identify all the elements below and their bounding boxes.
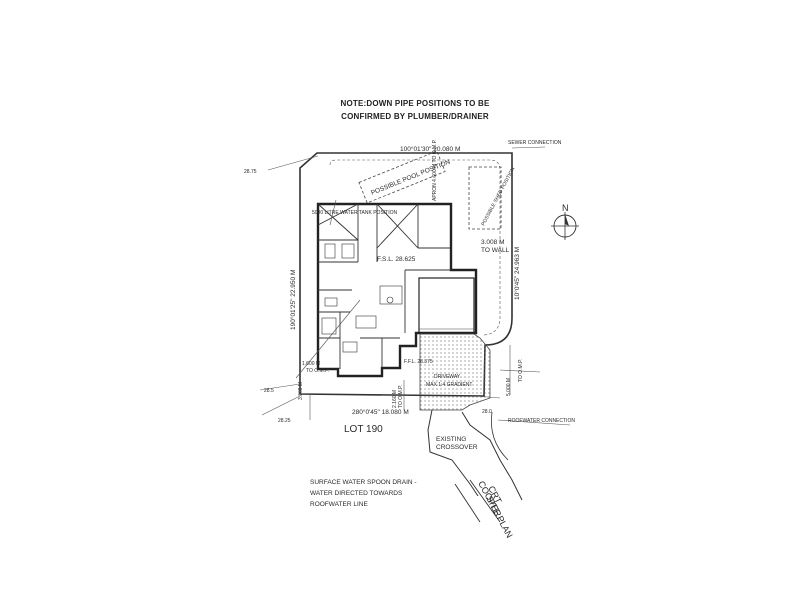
sewer-connection-label: SEWER CONNECTION <box>508 140 562 146</box>
left-omp-dim: 1.600 M <box>302 361 320 367</box>
down-pipe-note: NOTE:DOWN PIPE POSITIONS TO BE CONFIRMED… <box>330 97 500 123</box>
setback-line <box>329 159 501 336</box>
north-label: N <box>562 203 569 213</box>
note-line-2: CONFIRMED BY PLUMBER/DRAINER <box>341 112 489 121</box>
pool-label: POSSIBLE POOL POSITION <box>370 159 451 197</box>
drive-omp-text: TO O.M.P. <box>398 385 404 408</box>
wall-dim-text: TO WALL <box>481 247 510 254</box>
sw-omp-dim: 3.009 M <box>298 382 304 400</box>
driveway-label: DRIVEWAY <box>434 374 461 380</box>
level-nw: 28.75 <box>244 169 257 175</box>
south-boundary-dim: 280°0'45" 18.080 M <box>352 408 409 416</box>
road-curve <box>490 411 509 461</box>
crossover-line-1: EXISTING <box>436 436 466 443</box>
ffl-label: F.F.L. 28.375 <box>404 359 433 365</box>
east-boundary-dim: 10°0'45" 24.963 M <box>513 247 521 300</box>
drive-omp-dim: 2.160 M <box>392 390 398 408</box>
north-boundary-dim: 100°01'30" 20.080 M <box>400 145 460 153</box>
house-outline <box>316 202 478 378</box>
crossover-line-2: CROSSOVER <box>436 444 478 451</box>
wall-dim: 3.008 M <box>481 239 505 246</box>
driveway-gradient: MAX 1:4 GRADIENT <box>426 382 472 388</box>
surface-note-line-2: WATER DIRECTED TOWARDS <box>310 490 403 497</box>
leader-lines <box>259 146 571 426</box>
driveway <box>419 333 491 411</box>
fixtures <box>321 243 403 353</box>
pool-position-box <box>358 150 446 204</box>
level-sw-1: 28.5 <box>264 388 274 394</box>
apron-label: APRON 4.600 M TO O.M.P. <box>432 139 438 201</box>
north-arrow <box>551 212 579 240</box>
left-omp-text: TO O.M.P. <box>306 368 329 374</box>
tank-label: 5000 LITRE WATER TANK POSITION <box>312 210 398 216</box>
surface-note-line-3: ROOFWATER LINE <box>310 501 368 508</box>
crossover <box>427 409 479 497</box>
roofwater-connection-label: ROOFWATER CONNECTION <box>508 418 575 424</box>
internal-walls <box>317 203 451 369</box>
lot-label: LOT 190 <box>344 424 383 435</box>
road-edge <box>461 411 523 501</box>
level-sw-2: 28.25 <box>278 418 291 424</box>
surface-note-line-1: SURFACE WATER SPOON DRAIN - <box>310 479 417 486</box>
note-line-1: NOTE:DOWN PIPE POSITIONS TO BE <box>340 99 490 108</box>
fsl-label: F.S.L. 28.625 <box>377 256 416 263</box>
right-omp-text: TO O.M.P. <box>518 359 524 382</box>
street-lines <box>454 479 501 523</box>
garage <box>418 277 475 334</box>
shed-label: POSSIBLE SHED POSITION <box>480 166 516 227</box>
shed-position-box <box>468 166 502 230</box>
level-se: 28.0 <box>482 409 492 415</box>
west-boundary-dim: 190°01'25" 22.950 M <box>289 270 297 330</box>
right-omp-dim: 5.000 M <box>506 378 512 396</box>
